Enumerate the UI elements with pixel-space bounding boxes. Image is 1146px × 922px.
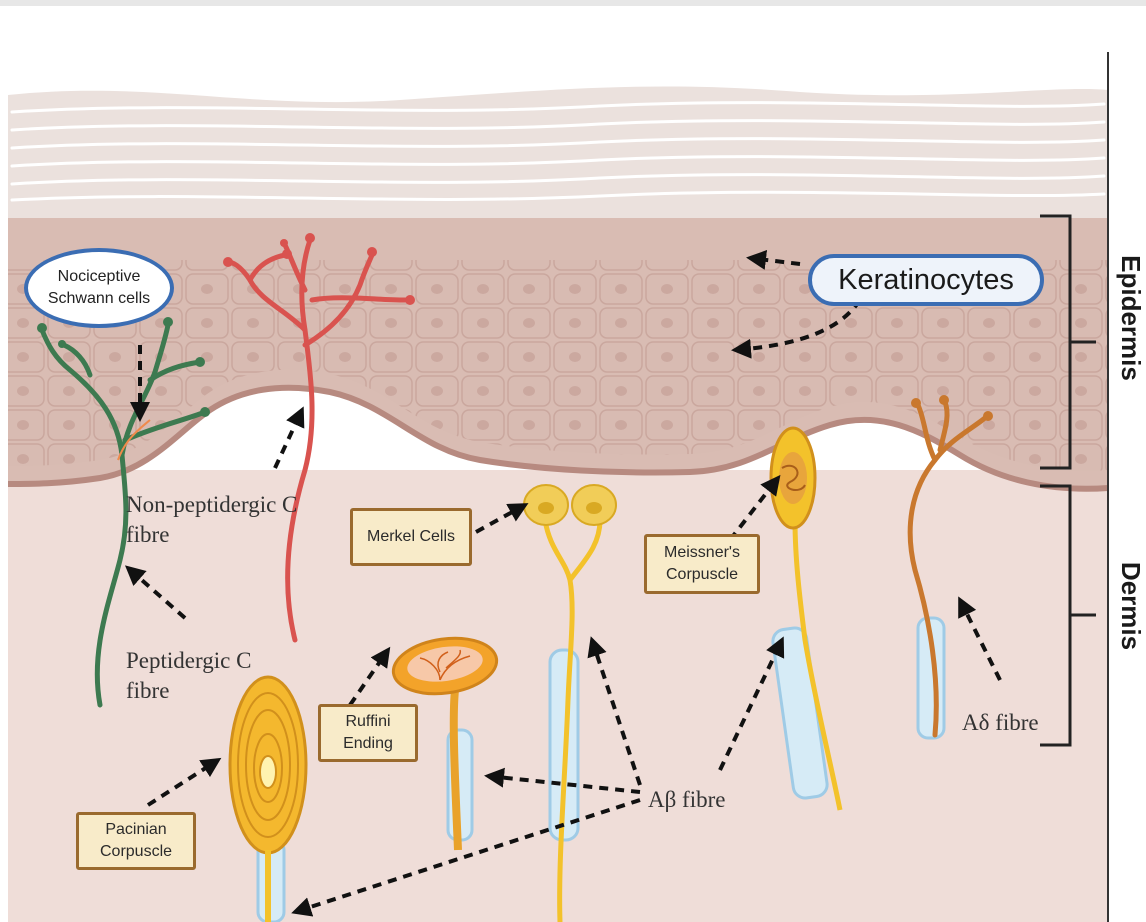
peptidergic-label: Peptidergic C fibre xyxy=(126,646,296,706)
keratinocytes-label: Keratinocytes xyxy=(838,264,1014,297)
nociceptive-schwann-cells-bubble: Nociceptive Schwann cells xyxy=(24,248,174,328)
meissner-corpuscle-label: Meissner's Corpuscle xyxy=(647,542,757,586)
ruffini-ending-label: Ruffini Ending xyxy=(321,711,415,755)
keratinocytes-bubble: Keratinocytes xyxy=(808,254,1044,306)
top-border xyxy=(0,0,1146,6)
a-delta-label: Aδ fibre xyxy=(962,708,1072,738)
dermis-side-label: Dermis xyxy=(1114,556,1146,656)
pacinian-corpuscle-label: Pacinian Corpuscle xyxy=(79,819,193,863)
non-peptidergic-label: Non-peptidergic C fibre xyxy=(126,490,316,550)
merkel-cells-box: Merkel Cells xyxy=(350,508,472,566)
pacinian-corpuscle-box: Pacinian Corpuscle xyxy=(76,812,196,870)
epidermis-side-label: Epidermis xyxy=(1114,248,1146,388)
a-beta-label: Aβ fibre xyxy=(648,785,768,815)
meissner-corpuscle-box: Meissner's Corpuscle xyxy=(644,534,760,594)
ruffini-ending-box: Ruffini Ending xyxy=(318,704,418,762)
merkel-cells-label: Merkel Cells xyxy=(367,526,455,548)
nociceptive-schwann-cells-label: Nociceptive Schwann cells xyxy=(42,266,156,310)
